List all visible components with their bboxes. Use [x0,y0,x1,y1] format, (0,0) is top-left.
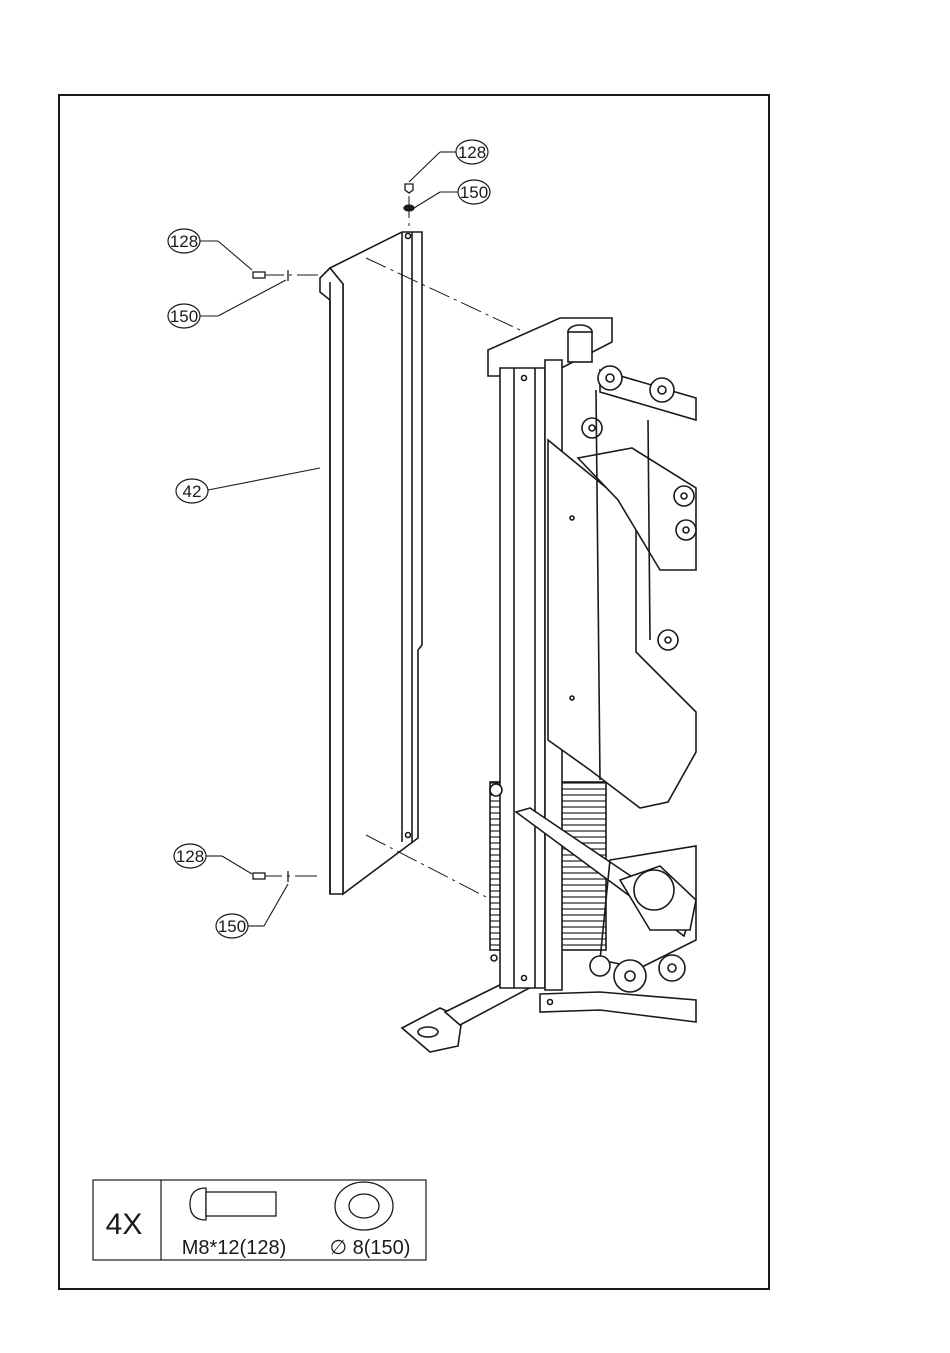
callout-top-bolt: 128 [456,140,488,164]
washer-spec-label: ∅ 8(150) [330,1237,411,1259]
callout-lower-washer: 150 [216,914,248,938]
callout-upper-washer: 150 [168,304,200,328]
gym-machine-frame [402,318,696,1052]
callout-shroud: 42 [176,479,208,503]
washer-icon [404,205,414,211]
callout-upper-bolt: 128 [168,229,200,253]
bolt-icon [190,1188,276,1220]
callout-label: 128 [458,143,486,162]
bolt-icon [253,873,265,879]
callout-label: 150 [218,917,246,936]
callout-label: 128 [176,847,204,866]
bolt-icon [253,272,265,278]
bolt-spec-label: M8*12(128) [182,1237,287,1259]
callout-top-washer: 150 [458,180,490,204]
callout-label: 150 [460,183,488,202]
callout-label: 150 [170,307,198,326]
callout-lower-bolt: 128 [174,844,206,868]
callout-label: 42 [183,482,202,501]
shroud-panel [320,232,422,894]
quantity-label: 4X [106,1208,143,1241]
hardware-table: 4X M8*12(128) ∅ 8(150) [93,1180,426,1260]
bolt-icon [405,184,413,193]
callout-label: 128 [170,232,198,251]
